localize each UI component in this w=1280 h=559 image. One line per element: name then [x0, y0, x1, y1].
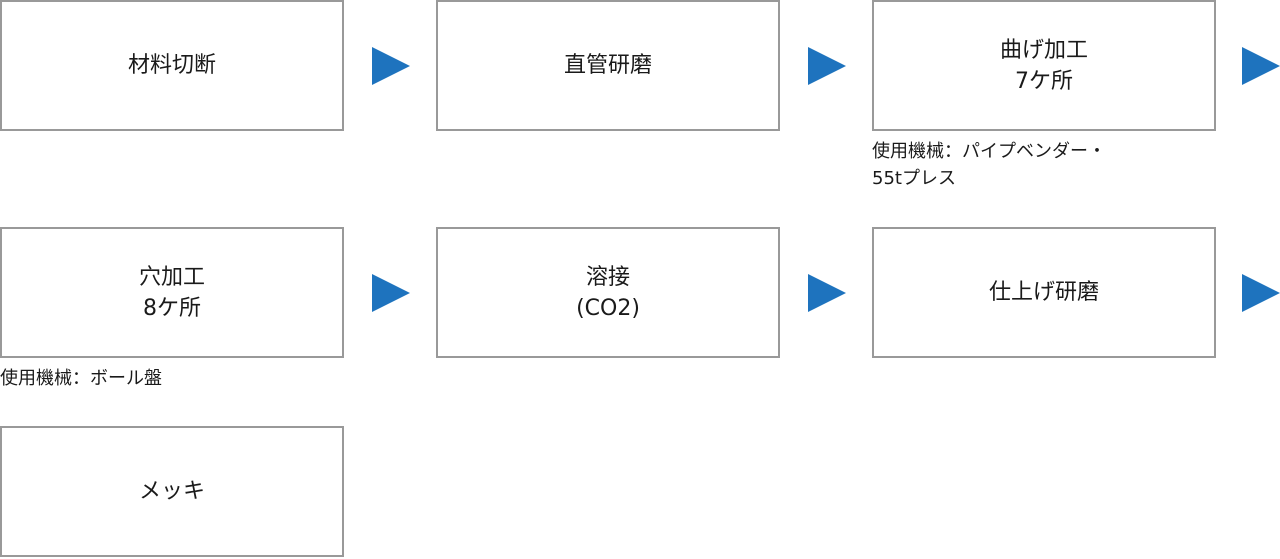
- step-box-bending: 曲げ加工 7ケ所: [872, 0, 1216, 131]
- step-box-plating: メッキ: [0, 426, 344, 557]
- note-line: 使用機械：ボール盤: [0, 368, 162, 389]
- step-label: 仕上げ研磨: [988, 280, 1099, 305]
- triangle-right-icon: [808, 274, 846, 312]
- step-box-material-cutting: 材料切断: [0, 0, 344, 131]
- step-box-drilling: 穴加工 8ケ所: [0, 227, 344, 358]
- step-label: 溶接: [585, 264, 630, 290]
- note-line: 55tプレス: [872, 168, 956, 189]
- triangle-right-icon: [372, 47, 410, 85]
- machine-note-drilling: 使用機械：ボール盤: [0, 365, 162, 392]
- step-count: 7ケ所: [1015, 68, 1073, 94]
- machine-note-bending: 使用機械：パイプベンダー・ 55tプレス: [872, 138, 1106, 192]
- step-count: 8ケ所: [143, 295, 201, 321]
- step-box-welding: 溶接 (CO2): [436, 227, 780, 358]
- triangle-right-icon: [372, 274, 410, 312]
- triangle-right-icon: [1242, 274, 1280, 312]
- step-detail: (CO2): [576, 295, 640, 321]
- step-label: メッキ: [138, 479, 205, 504]
- triangle-right-icon: [1242, 47, 1280, 85]
- step-label: 曲げ加工: [999, 37, 1088, 63]
- step-label: 材料切断: [127, 53, 216, 78]
- triangle-right-icon: [808, 47, 846, 85]
- note-line: 使用機械：パイプベンダー・: [872, 141, 1106, 162]
- step-label: 直管研磨: [563, 53, 652, 78]
- step-box-finish-polishing: 仕上げ研磨: [872, 227, 1216, 358]
- step-label: 穴加工: [138, 264, 205, 290]
- step-box-straight-pipe-polishing: 直管研磨: [436, 0, 780, 131]
